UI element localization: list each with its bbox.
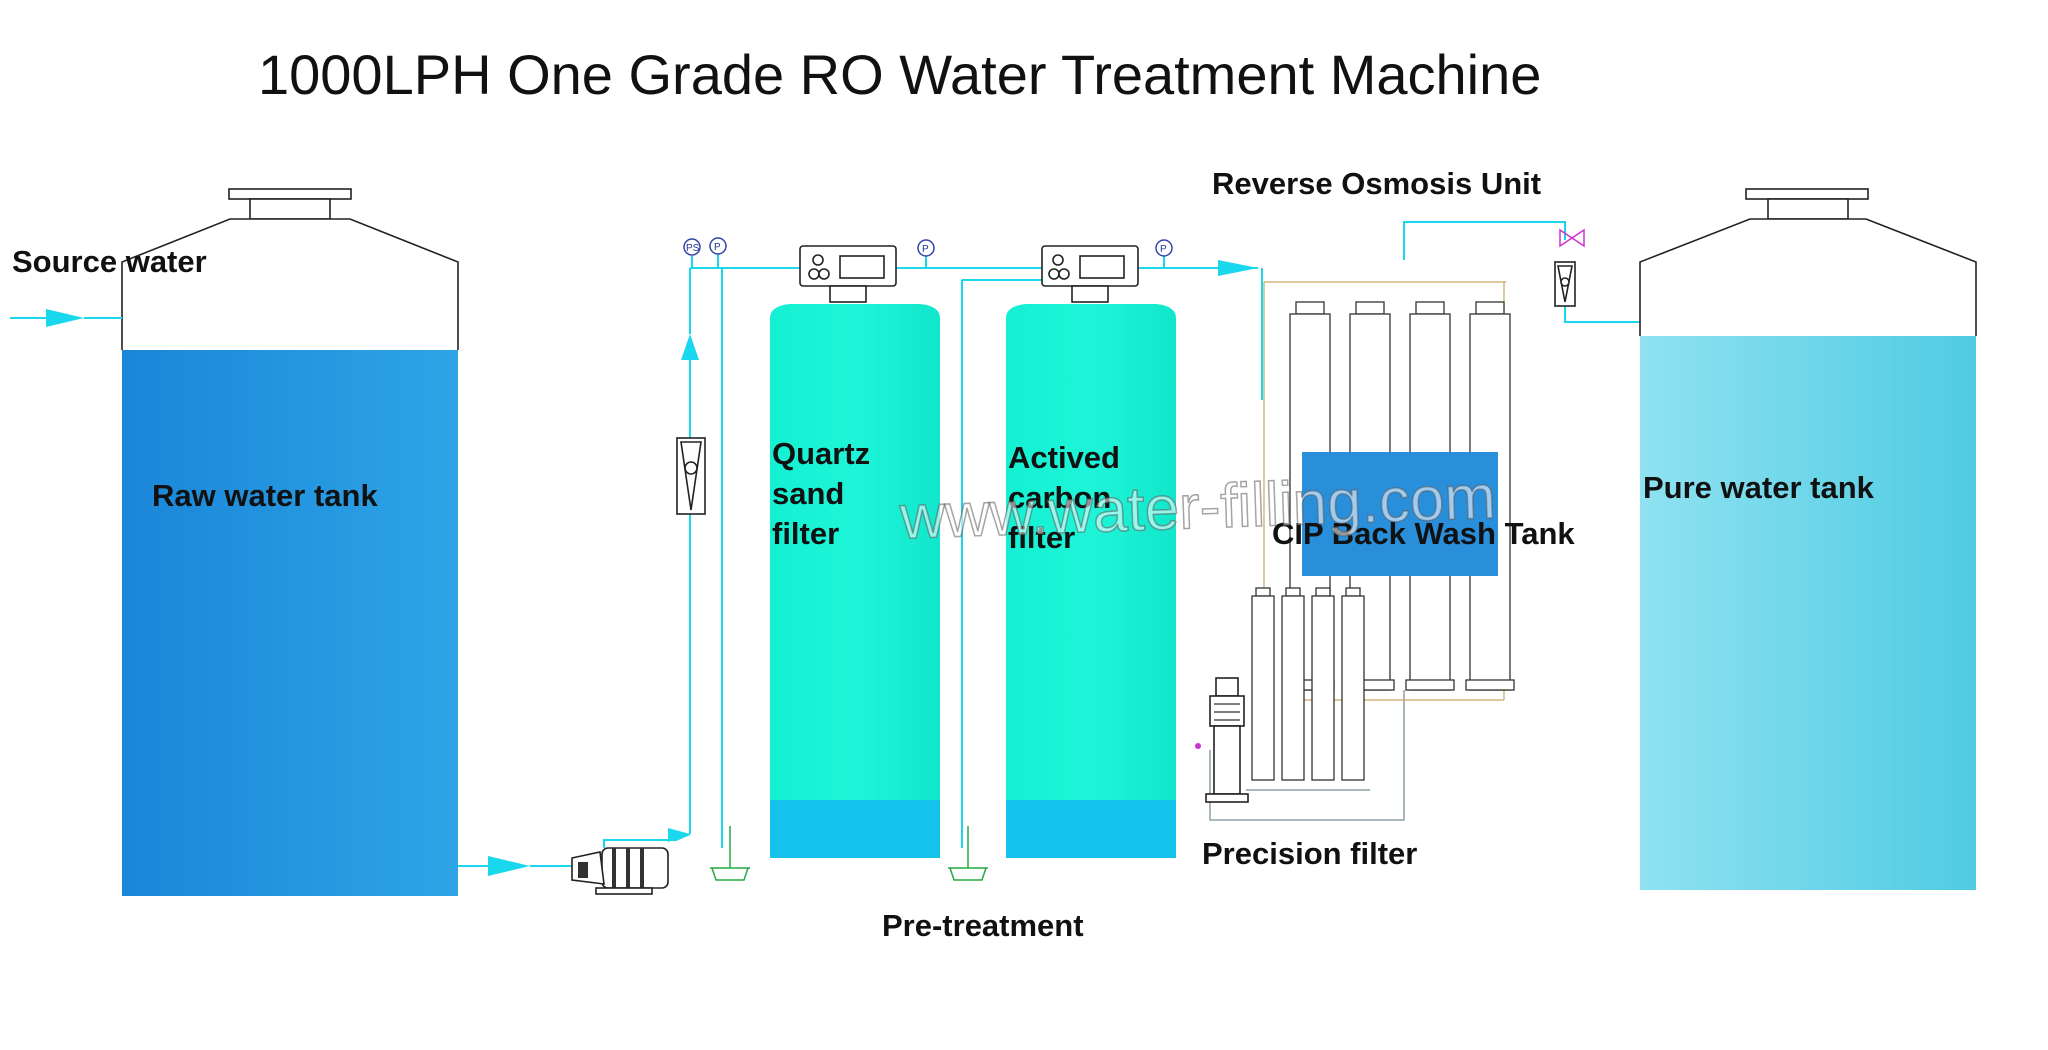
p-gauge-text-1: P (714, 242, 721, 253)
quartz-label-line1: Quartz (772, 436, 870, 471)
precision-filter-3 (1311, 587, 1335, 781)
carbon-label-line2: carbon (1008, 480, 1111, 515)
raw-tank-outlet-arrow (458, 856, 580, 876)
ro-outlet-valve-icon (1559, 228, 1585, 248)
raw-water-tank-label: Raw water tank (152, 478, 378, 513)
raw-water-pump-icon (571, 847, 669, 895)
ro-unit-label: Reverse Osmosis Unit (1212, 166, 1541, 201)
precision-filter-1 (1251, 587, 1275, 781)
source-water-label: Source water (12, 244, 207, 279)
carbon-label-line3: filter (1008, 520, 1075, 555)
ps-gauge-text: PS (686, 243, 700, 254)
p-gauge-text-2: P (922, 244, 929, 255)
pressure-gauge-icon: P (709, 237, 727, 268)
diagram-title: 1000LPH One Grade RO Water Treatment Mac… (258, 43, 1541, 106)
precision-filter-label: Precision filter (1202, 836, 1417, 871)
precision-filter-4 (1341, 587, 1365, 781)
drain-icon-2 (948, 826, 988, 881)
quartz-label-line3: filter (772, 516, 839, 551)
carbon-label-line1: Actived (1008, 440, 1120, 475)
raw-water-tank: Raw water tank (121, 188, 459, 896)
precision-filter-housings (1246, 587, 1370, 791)
flowmeter-icon (676, 437, 706, 515)
high-pressure-pump-icon (1195, 677, 1249, 803)
actived-carbon-filter: Actived carbon filter (1006, 245, 1176, 858)
quartz-label-line2: sand (772, 476, 844, 511)
pure-water-tank-label: Pure water tank (1643, 470, 1875, 505)
drain-icon-1 (710, 826, 750, 881)
pressure-gauge-icon-2: P (917, 239, 935, 268)
pressure-gauge-icon-3: P (1155, 239, 1173, 268)
p-gauge-text-3: P (1160, 244, 1167, 255)
pre-treatment-label: Pre-treatment (882, 908, 1084, 943)
product-flowmeter-icon (1554, 261, 1576, 307)
source-water-inlet-arrow (10, 309, 122, 327)
cip-tank-label: CIP Back Wash Tank (1272, 516, 1575, 551)
quartz-sand-filter: Quartz sand filter (770, 245, 940, 858)
cip-back-wash-tank: CIP Back Wash Tank (1272, 452, 1575, 576)
pure-water-tank: Pure water tank (1639, 188, 1977, 890)
precision-filter-2 (1281, 587, 1305, 781)
pressure-switch-gauge-icon: PS (683, 238, 701, 268)
